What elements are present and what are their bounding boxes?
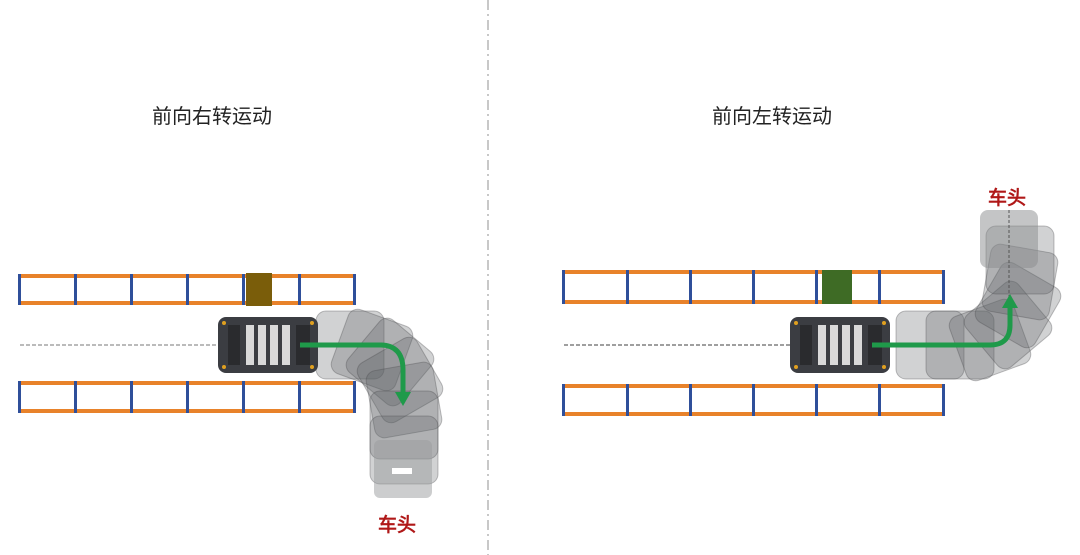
right-lower-rack: [562, 384, 945, 416]
left-motion-trail: [315, 305, 447, 498]
left-panel-title: 前向右转运动: [152, 104, 272, 128]
right-cargo-box: [822, 270, 852, 304]
left-upper-rack: [18, 273, 356, 306]
left-path-arrow: [300, 342, 406, 395]
right-panel-title: 前向左转运动: [712, 104, 832, 128]
left-lower-rack: [18, 381, 356, 413]
left-cargo-box: [246, 273, 272, 306]
right-panel: [562, 210, 1065, 416]
right-motion-trail: [895, 210, 1065, 385]
right-head-label: 车头: [988, 187, 1027, 209]
right-path-arrow: [872, 305, 1013, 348]
right-upper-rack: [562, 270, 945, 304]
left-head-label: 车头: [378, 514, 417, 536]
left-panel: [18, 273, 447, 498]
